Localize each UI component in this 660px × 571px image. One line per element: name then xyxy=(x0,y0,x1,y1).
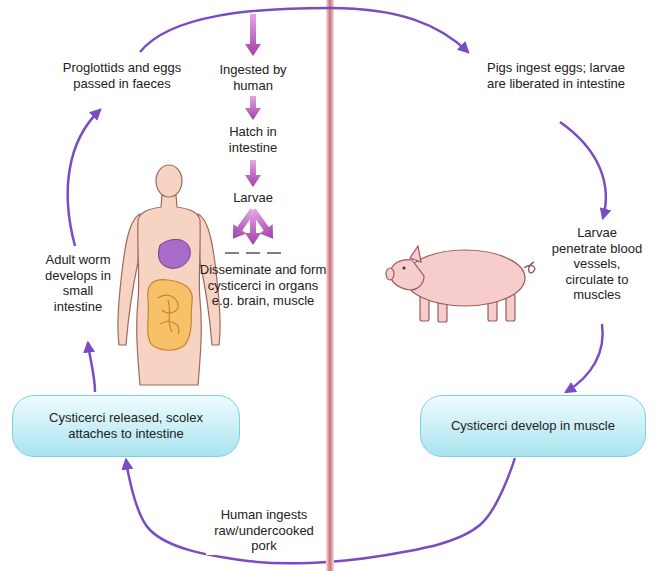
dash-mark xyxy=(246,252,260,254)
step-label: Larvae penetrate blood vessels, circulat… xyxy=(551,225,643,303)
intestine xyxy=(148,280,193,351)
stage-box: Cysticerci develop in muscle xyxy=(420,395,646,457)
cycle-arrow xyxy=(140,8,468,52)
stomach xyxy=(158,239,190,268)
stage-box: Cysticerci released, scolex attaches to … xyxy=(12,395,240,457)
flow-arrow xyxy=(246,205,279,243)
flow-arrow xyxy=(245,14,261,56)
pig-snout xyxy=(386,268,394,280)
cycle-connector xyxy=(126,458,515,563)
intestine-loops xyxy=(158,295,179,334)
step-label: Adult worm develops in small intestine xyxy=(45,252,111,314)
step-label: Larvae xyxy=(218,190,288,206)
cycle-arrow xyxy=(560,122,606,218)
cycle-arrow xyxy=(68,110,100,246)
pig-head xyxy=(390,260,424,290)
step-label: Disseminate and form cysticerci in organ… xyxy=(198,262,328,309)
cycle-arrow xyxy=(566,324,603,392)
dash-mark xyxy=(267,252,281,254)
flow-arrow xyxy=(245,96,261,120)
edge-label: Human ingests raw/undercooked pork xyxy=(206,506,322,555)
step-label: Hatch in intestine xyxy=(215,124,291,155)
box-text: Cysticerci develop in muscle xyxy=(451,418,615,434)
step-label: Pigs ingest eggs; larvae are liberated i… xyxy=(481,60,631,91)
cycle-arrow xyxy=(88,343,95,392)
human-body xyxy=(137,195,202,385)
box-text: Cysticerci released, scolex attaches to … xyxy=(27,410,225,443)
human-head xyxy=(156,165,182,197)
divider-band xyxy=(326,0,334,571)
pig-tail xyxy=(524,262,535,273)
dash-mark xyxy=(225,252,239,254)
pig-eye xyxy=(403,267,406,270)
step-label: Proglottids and eggs passed in faeces xyxy=(52,60,192,91)
step-label: Ingested by human xyxy=(215,62,291,93)
pig-ear xyxy=(410,246,421,262)
flow-arrow xyxy=(245,160,261,187)
